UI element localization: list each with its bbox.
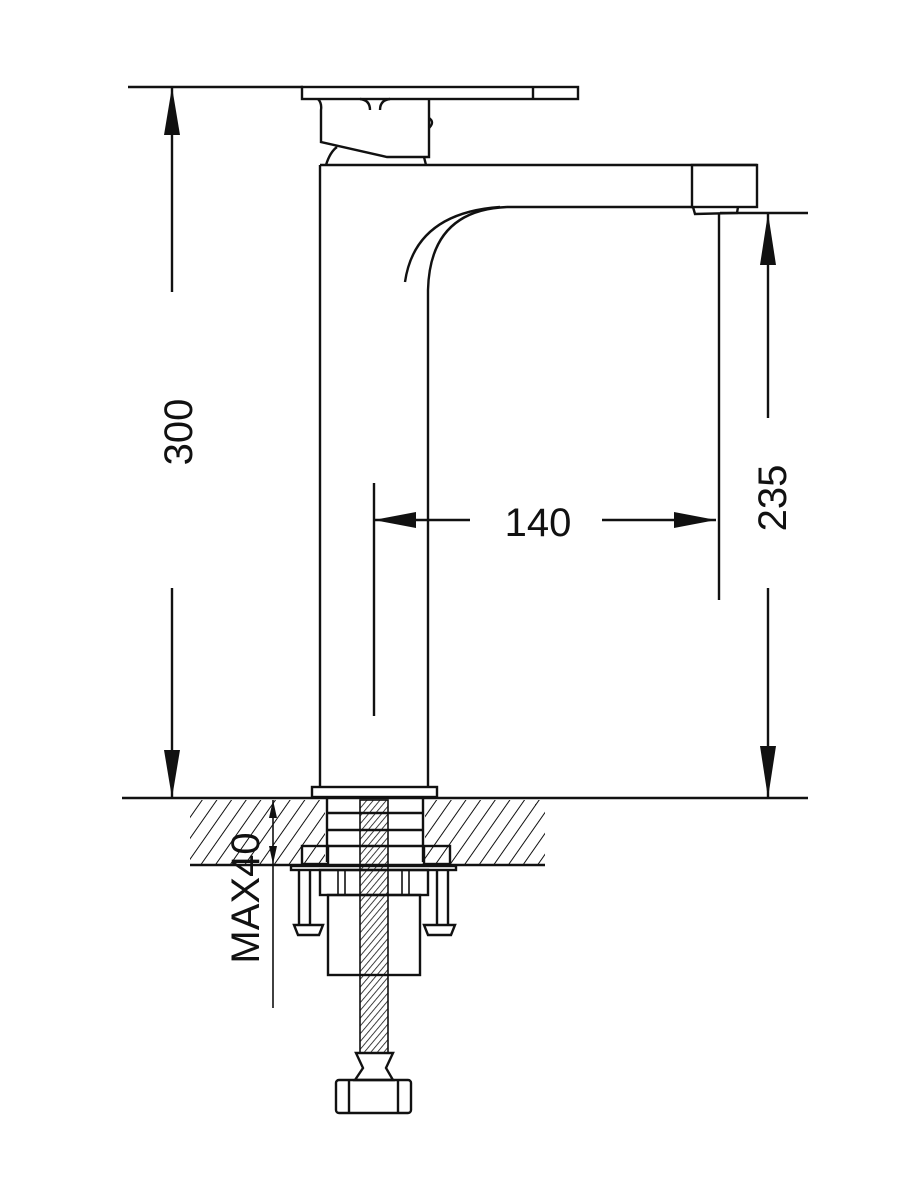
- aerator: [691, 206, 740, 216]
- dim-label-max40: MAX40: [224, 832, 268, 963]
- handle-lever: [128, 85, 580, 166]
- dimension-overall-height: 300: [157, 87, 201, 798]
- dim-label-235: 235: [751, 465, 795, 532]
- dimension-spout-reach: 140: [372, 213, 721, 716]
- mounting-kit: [289, 798, 458, 1115]
- faucet-body: [310, 163, 759, 799]
- dim-label-140: 140: [505, 501, 572, 545]
- dimension-spout-height: 235: [720, 211, 808, 798]
- dim-label-300: 300: [157, 399, 201, 466]
- dimension-max-counter-thickness: MAX40: [224, 800, 277, 1008]
- base-flange: [310, 785, 439, 799]
